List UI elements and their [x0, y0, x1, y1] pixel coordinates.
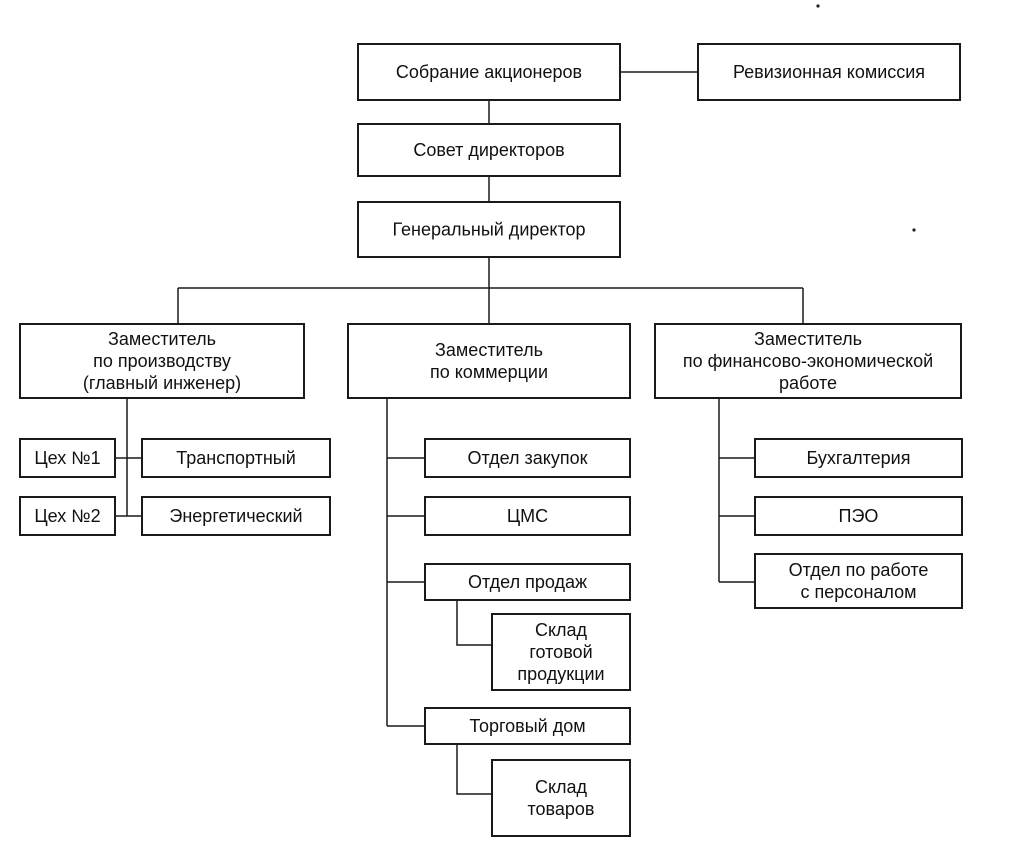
node-box [347, 323, 631, 399]
node-accounting: Бухгалтерия [754, 438, 963, 478]
node-box [424, 563, 631, 601]
node-label: готовой [529, 642, 592, 662]
node-box [697, 43, 961, 101]
node-box [357, 43, 621, 101]
node-box [141, 496, 331, 536]
node-label: Отдел закупок [467, 448, 587, 468]
node-label: ПЭО [839, 506, 879, 526]
node-box [357, 123, 621, 177]
node-box [754, 496, 963, 536]
node-label: Цех №1 [34, 448, 100, 468]
connector-line [456, 600, 492, 646]
node-energy: Энергетический [141, 496, 331, 536]
node-label: Собрание акционеров [396, 62, 582, 82]
node-label: Торговый дом [469, 716, 585, 736]
node-label: Отдел по работе [789, 560, 929, 580]
node-label: Заместитель [435, 340, 543, 360]
node-box [357, 201, 621, 258]
node-peo: ПЭО [754, 496, 963, 536]
node-label: Ревизионная комиссия [733, 62, 925, 82]
node-trade-house: Торговый дом [424, 707, 631, 745]
node-box [424, 707, 631, 745]
node-label: Склад [535, 620, 588, 640]
node-box [141, 438, 331, 478]
node-label: Генеральный директор [392, 220, 585, 240]
node-label: по финансово-экономической [683, 351, 933, 371]
node-label: Заместитель [108, 329, 216, 349]
node-box [754, 553, 963, 609]
node-label: товаров [527, 799, 594, 819]
node-label: Совет директоров [413, 140, 564, 160]
node-sales: Отдел продаж [424, 563, 631, 601]
node-label: работе [779, 373, 837, 393]
nodes: Собрание акционеров Ревизионная комиссияС… [19, 43, 963, 837]
connector-line [456, 744, 492, 795]
node-ceo: Генеральный директор [357, 201, 621, 258]
node-box [424, 438, 631, 478]
node-shop2: Цех №2 [19, 496, 116, 536]
node-label: продукции [517, 664, 604, 684]
node-purchasing: Отдел закупок [424, 438, 631, 478]
node-audit: Ревизионная комиссия [697, 43, 961, 101]
node-label: Склад [535, 777, 588, 797]
node-transport: Транспортный [141, 438, 331, 478]
node-cms: ЦМС [424, 496, 631, 536]
node-box [491, 613, 631, 691]
node-box [19, 323, 305, 399]
node-label: с персоналом [800, 582, 916, 602]
connectors [115, 71, 804, 795]
node-box [424, 496, 631, 536]
scan-speck [816, 4, 820, 8]
node-label: Транспортный [176, 448, 296, 468]
node-box [19, 496, 116, 536]
node-board: Совет директоров [357, 123, 621, 177]
node-label: Заместитель [754, 329, 862, 349]
node-label: Энергетический [169, 506, 302, 526]
node-box [754, 438, 963, 478]
node-shop1: Цех №1 [19, 438, 116, 478]
node-label: Бухгалтерия [807, 448, 911, 468]
node-label: Отдел продаж [468, 572, 587, 592]
node-label: Цех №2 [34, 506, 100, 526]
scan-speck [912, 228, 916, 232]
node-box [19, 438, 116, 478]
node-shareholders: Собрание акционеров [357, 43, 621, 101]
node-box [491, 759, 631, 837]
node-label: (главный инженер) [83, 373, 241, 393]
node-label: по производству [93, 351, 231, 371]
node-box [654, 323, 962, 399]
node-label: ЦМС [507, 506, 548, 526]
node-label: по коммерции [430, 362, 548, 382]
